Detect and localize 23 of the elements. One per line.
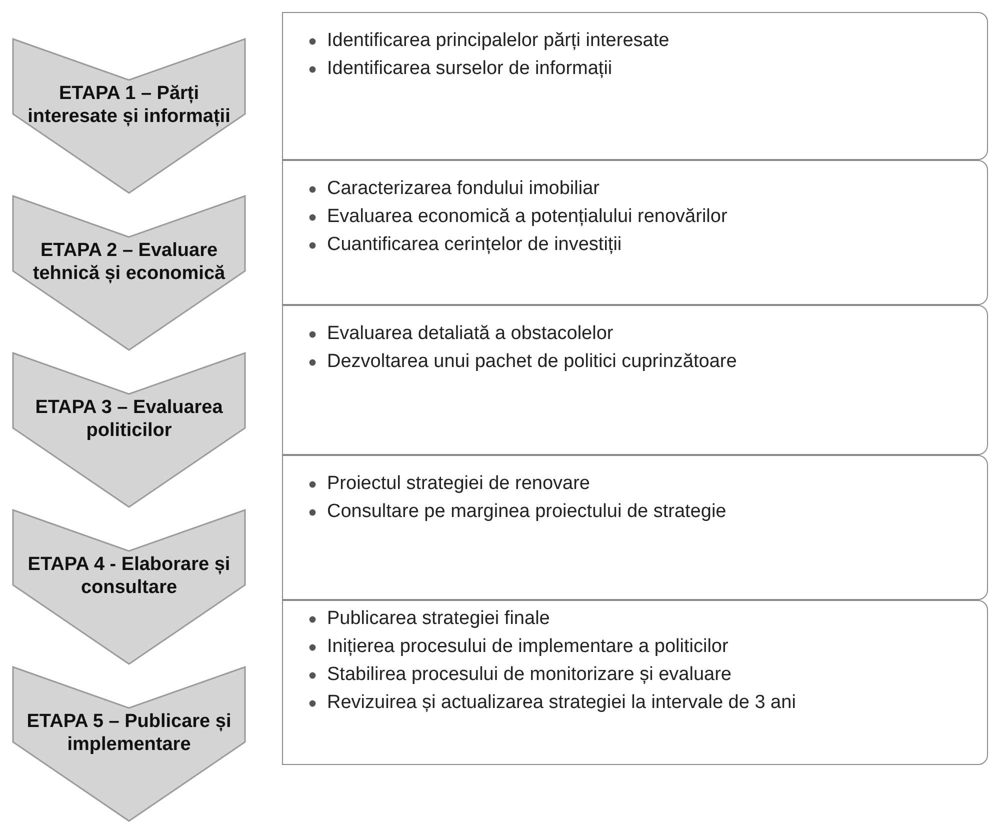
task-panel [282,305,988,455]
task-panel [282,455,988,600]
task-panel [282,160,988,305]
task-text: Proiectul strategiei de renovare [327,473,590,494]
stage-label: ETAPA 3 – Evaluarea politicilor [34,396,224,442]
task-text: Evaluarea economică a potențialului renovărilor [327,206,728,227]
task-text: Dezvoltarea unui pachet de politici cuprinzătoare [327,351,737,372]
task-text: Inițierea procesului de implementare a politicilor [327,636,728,657]
stage-label: ETAPA 1 – Părți interesate și informații [26,82,232,128]
stage-label: ETAPA 4 - Elaborare și consultare [26,553,232,599]
task-panel [282,12,988,160]
task-text: Consultare pe marginea proiectului de strategie [327,501,726,522]
task-text: Cuantificarea cerințelor de investiții [327,234,622,255]
task-text: Stabilirea procesului de monitorizare și evaluare [327,664,732,685]
stage-label: ETAPA 2 – Evaluare tehnică și economică [32,239,226,285]
task-panel [282,600,988,765]
task-text: Caracterizarea fondului imobiliar [327,178,600,199]
task-text: Identificarea principalelor părți interesate [327,30,670,51]
task-text: Revizuirea și actualizarea strategiei la intervale de 3 ani [327,692,796,713]
stage-label: ETAPA 5 – Publicare și implementare [26,710,232,756]
task-text: Identificarea surselor de informații [327,58,612,79]
task-text: Evaluarea detaliată a obstacolelor [327,323,614,344]
task-text: Publicarea strategiei finale [327,608,550,629]
